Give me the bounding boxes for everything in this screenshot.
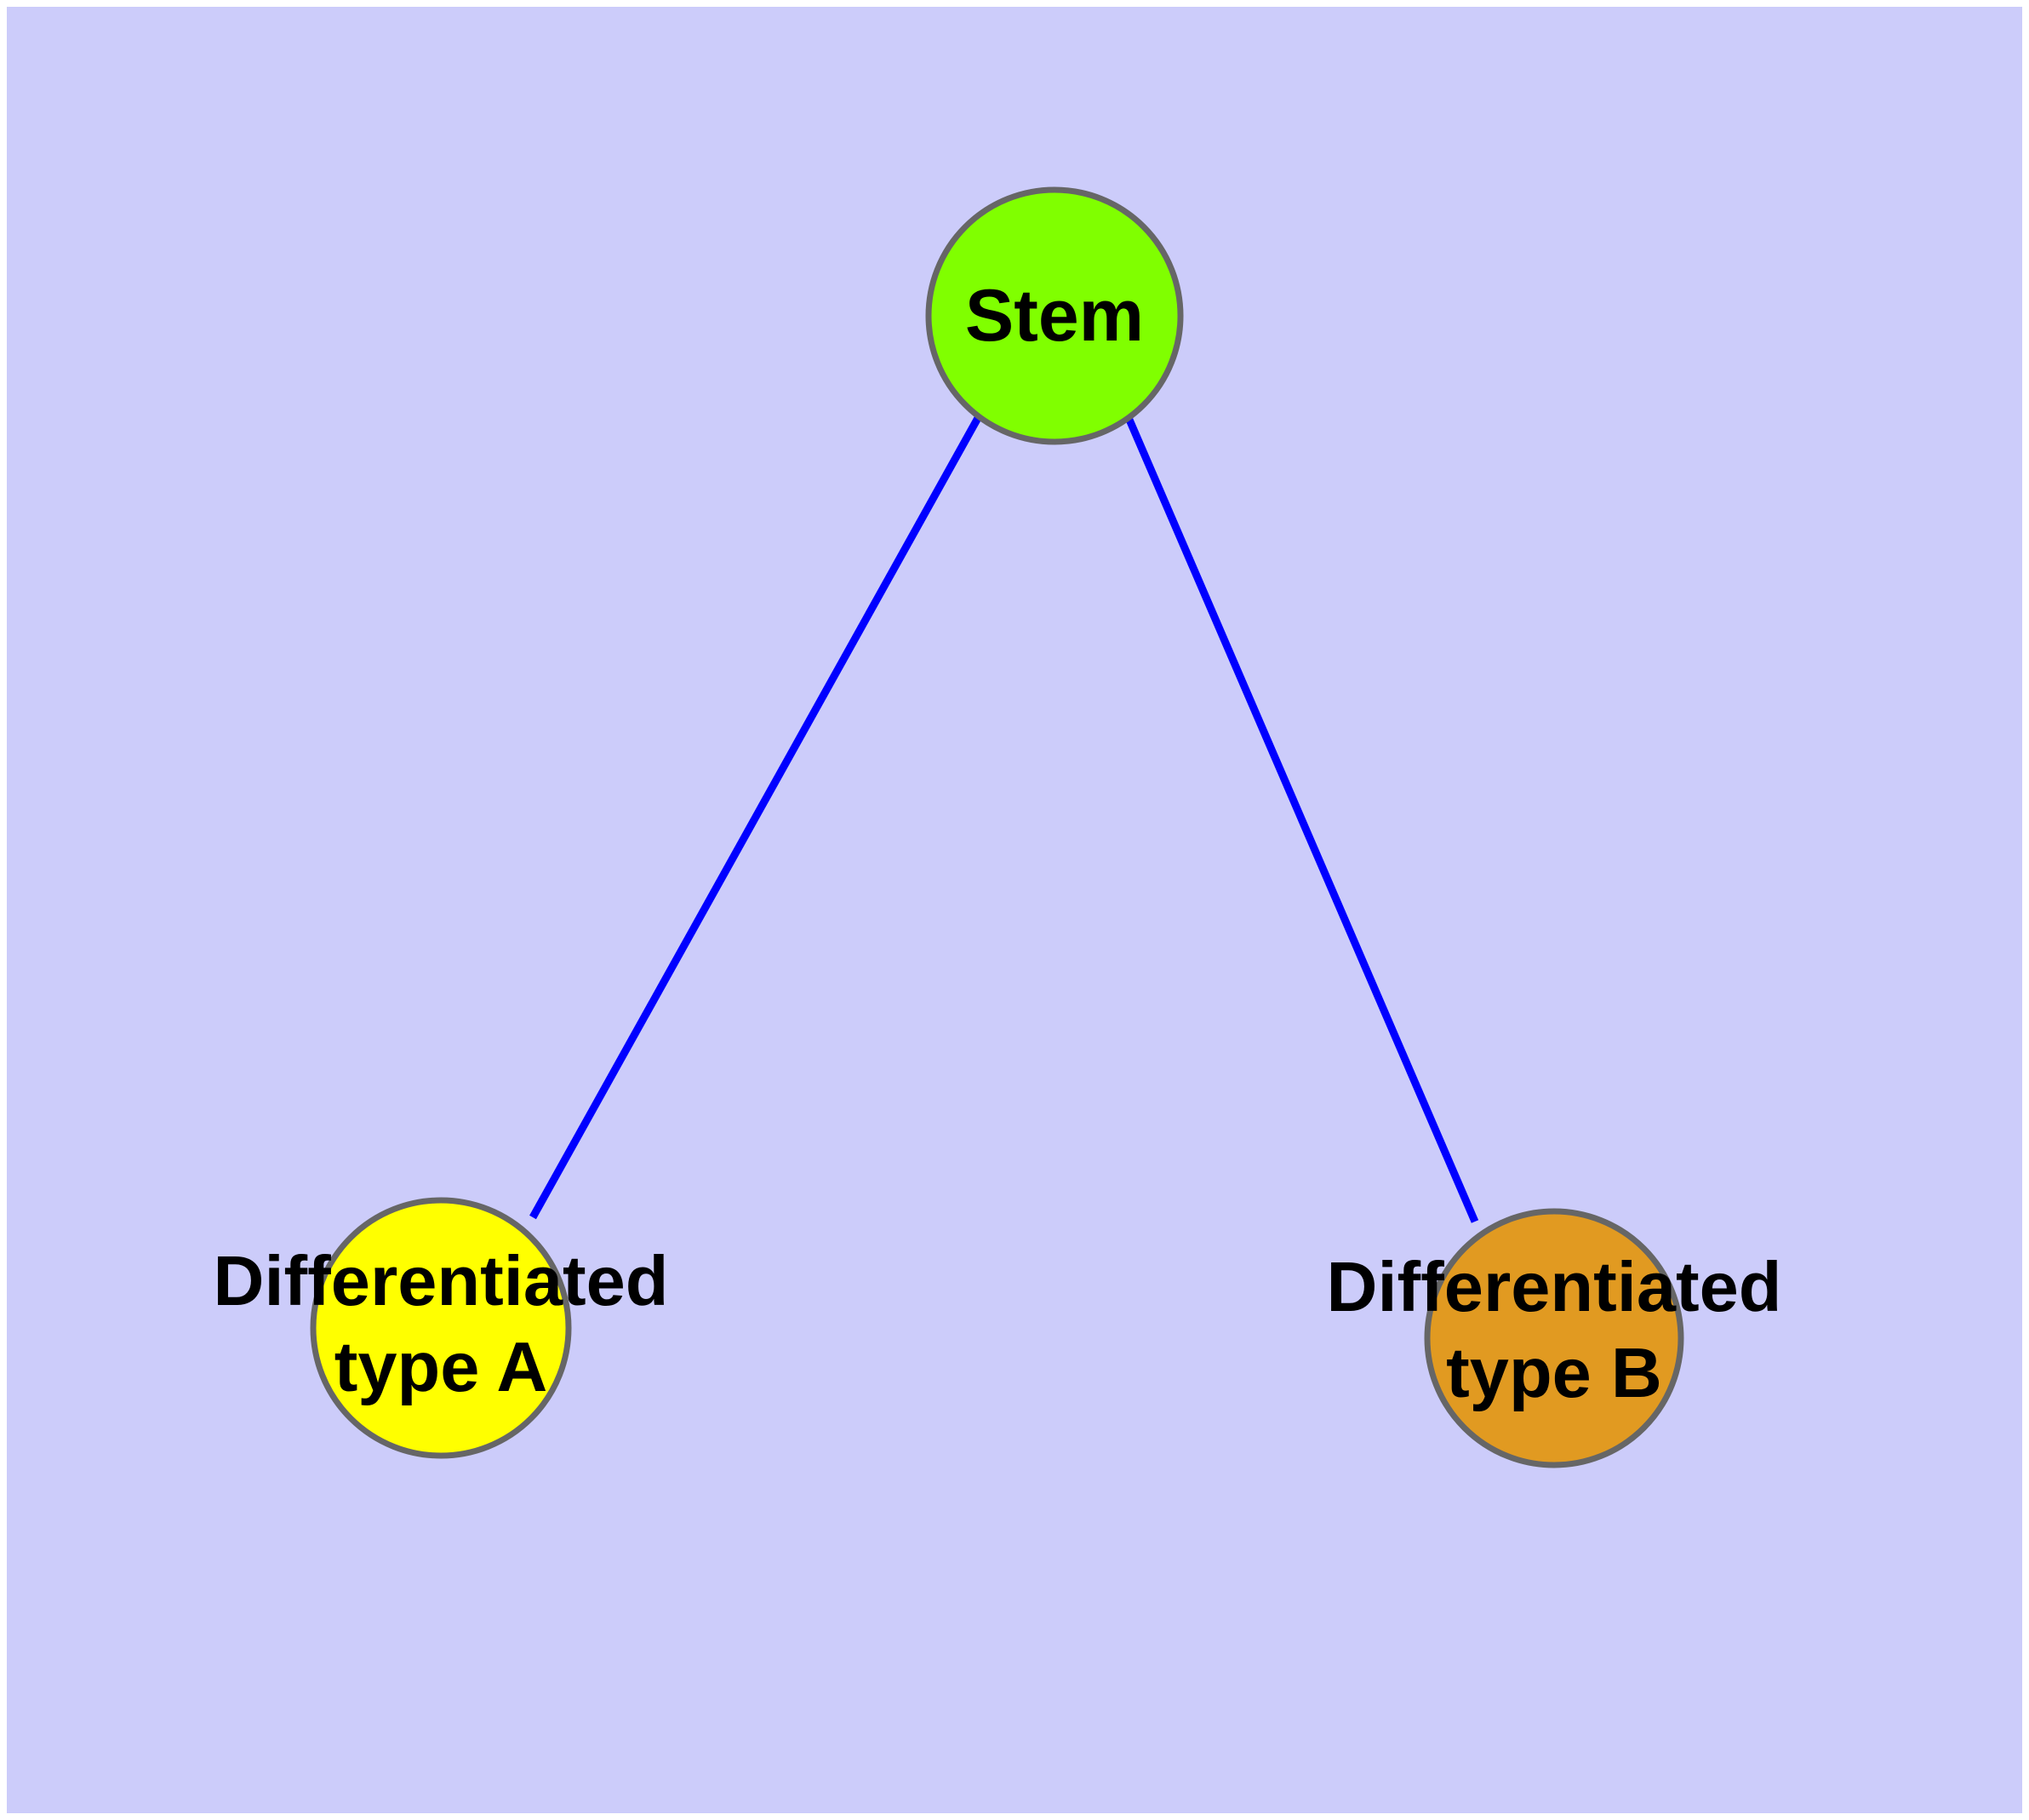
edge-layer	[529, 415, 1479, 1223]
node-label-differentiated-type-b-line1: Differentiated	[1327, 1247, 1782, 1326]
edge-stem-to-differentiated-type-a[interactable]	[529, 415, 981, 1220]
node-layer	[310, 186, 1684, 1468]
node-label-differentiated-type-a-line1: Differentiated	[214, 1241, 669, 1320]
node-differentiated-type-b[interactable]	[1424, 1208, 1684, 1468]
node-label-differentiated-type-b-line2: type B	[1446, 1333, 1662, 1412]
node-differentiated-type-a[interactable]	[310, 1197, 572, 1459]
node-label-stem: Stem	[965, 275, 1144, 357]
node-label-differentiated-type-a-line2: type A	[334, 1327, 548, 1406]
edge-stem-to-differentiated-type-b[interactable]	[1125, 418, 1479, 1223]
label-layer: Stem Differentiated type A Differentiate…	[214, 275, 1782, 1412]
node-stem[interactable]	[925, 186, 1184, 445]
